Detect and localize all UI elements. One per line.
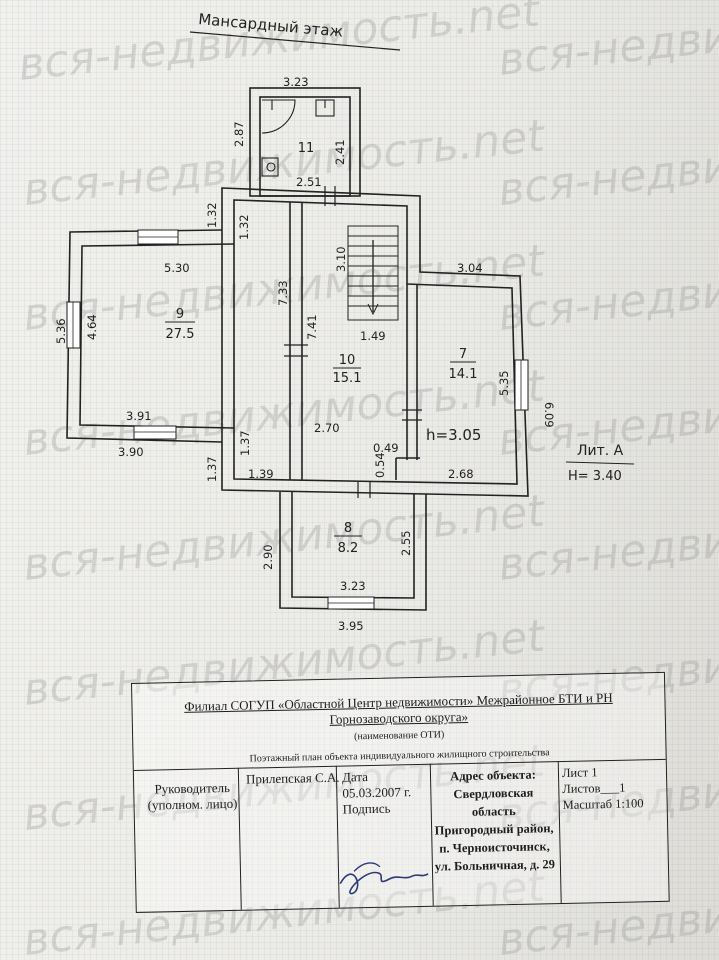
dimension: 2.70: [314, 421, 340, 435]
dimension: 5.35: [497, 370, 511, 396]
room-number: 11: [298, 141, 315, 156]
divider: [557, 761, 562, 904]
title-underline: [189, 31, 401, 51]
dimension: 2.90: [261, 544, 275, 570]
dimension: 2.87: [232, 121, 246, 147]
ceiling-height: h=3.05: [426, 426, 481, 444]
window: [133, 425, 177, 440]
dimension: 3.04: [457, 261, 483, 275]
signature-image: [339, 862, 429, 895]
window-glazing: [72, 236, 522, 604]
dimension: 5.36: [54, 318, 68, 344]
sheet-info: Лист 1 Листов___1 Масштаб 1:100: [562, 763, 663, 813]
role-label: Руководитель (уполном. лицо): [147, 779, 238, 813]
dimension: 3.23: [340, 579, 366, 593]
organization-name: Филиал СОГУП «Областной Центр недвижимос…: [142, 689, 655, 732]
room-area: 15.1: [333, 371, 362, 386]
object-address: Адрес объекта: Свердловская область Приг…: [434, 767, 556, 874]
dimension: 2.68: [448, 467, 474, 481]
room-number: 10: [339, 353, 356, 368]
dimension: 3.23: [283, 75, 309, 89]
room-area: 27.5: [166, 327, 195, 342]
wall-room-9-inner: [79, 243, 235, 429]
dimension: 2.51: [296, 175, 322, 189]
dimension: 1.32: [237, 214, 251, 240]
wall-room-11-inner: [259, 96, 351, 197]
dimension: 2.55: [399, 530, 413, 556]
door-swing: [261, 99, 296, 134]
dimension: 3.95: [338, 619, 364, 633]
dimension: 6.09: [542, 402, 556, 428]
window: [66, 301, 81, 349]
room-area: 14.1: [449, 367, 478, 382]
signature-label: Подпись: [342, 800, 391, 817]
lit-label: Лит. А: [577, 443, 624, 459]
dimension: 0.49: [373, 441, 399, 455]
dimension: 0.54: [373, 452, 387, 478]
room-number: 8: [344, 521, 352, 536]
staircase: [347, 225, 399, 321]
dimension: 3.91: [126, 409, 152, 423]
room-number: 9: [176, 307, 184, 322]
dimension: 1.37: [205, 456, 219, 482]
responsible-name: Прилепская С.А.: [245, 769, 340, 787]
room-labels: 9 27.5 10 15.1 7 14.1 8 8.2 11: [165, 141, 477, 556]
dimension: 7.41: [305, 314, 319, 340]
title-block: Филиал СОГУП «Областной Центр недвижимос…: [131, 671, 670, 913]
window: [514, 359, 529, 411]
toilet-icon: [261, 157, 279, 177]
dimension: 1.39: [248, 467, 274, 481]
lit-underline: [565, 461, 635, 465]
dimension: 1.32: [205, 202, 219, 228]
lit-height: Н= 3.40: [568, 469, 622, 484]
organization-line-2: Горнозаводского округа»: [329, 708, 469, 727]
dimension: 3.90: [118, 445, 144, 459]
date-label: Дата: [341, 769, 369, 785]
bathroom-fixtures: [261, 99, 335, 177]
dimension: 5.30: [164, 261, 190, 275]
dimension: 7.33: [276, 280, 290, 306]
room-number: 7: [459, 347, 467, 362]
room-area: 8.2: [338, 541, 359, 556]
dimension: 4.64: [85, 314, 99, 340]
doors: [284, 186, 422, 498]
wall-main-inner: [233, 199, 518, 485]
dimension: 3.10: [334, 246, 348, 272]
dimension-labels: 3.23 2.87 2.41 2.51 1.32 1.32 5.30 3.10 …: [54, 75, 556, 633]
stairs-outline: [347, 225, 399, 321]
stair-arrow-icon: [367, 303, 379, 316]
date-value: 05.03.2007 г.: [342, 784, 412, 801]
dimension: 1.37: [238, 430, 252, 456]
scale: Масштаб 1:100: [562, 796, 644, 812]
plan-title: Мансардный этаж: [198, 10, 344, 41]
date-block: Дата 05.03.2007 г. Подпись: [342, 768, 431, 818]
dimension: 2.41: [333, 139, 347, 165]
toilet-bowl: [266, 162, 276, 172]
wall-main-outer: [221, 187, 529, 497]
dimension: 1.49: [360, 329, 386, 343]
